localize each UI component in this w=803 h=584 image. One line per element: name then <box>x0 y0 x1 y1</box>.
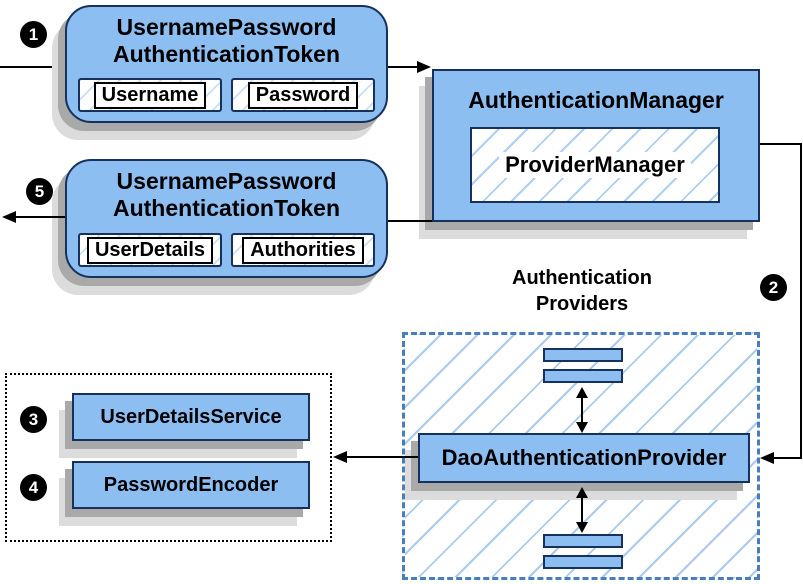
step-4-badge: 4 <box>20 474 47 501</box>
dao-authentication-provider-label: DaoAuthenticationProvider <box>441 445 727 470</box>
provider-placeholder-bar <box>543 348 623 362</box>
step-4-number: 4 <box>28 478 39 497</box>
provider-placeholder-bar <box>543 369 623 383</box>
request-token-node: UsernamePassword AuthenticationToken Use… <box>65 5 388 123</box>
outgoing-response-line <box>15 216 65 218</box>
manager-to-provider-arrowhead-icon <box>760 452 774 464</box>
step-1-number: 1 <box>28 25 39 44</box>
providers-group-label: Authentication Providers <box>480 265 684 317</box>
response-token-title-line1: UsernamePassword <box>116 168 337 194</box>
provider-placeholder-bar <box>543 534 623 548</box>
provider-to-services-arrowhead-icon <box>333 451 347 463</box>
request-token-title-line1: UsernamePassword <box>116 14 337 40</box>
manager-out-line <box>760 143 802 145</box>
password-encoder-label: PasswordEncoder <box>103 473 279 496</box>
authentication-manager-node: AuthenticationManager ProviderManager <box>432 69 760 222</box>
outgoing-response-arrowhead-icon <box>2 211 16 223</box>
authorities-field-box: Authorities <box>231 233 375 267</box>
step-5-badge: 5 <box>26 178 53 205</box>
user-details-service-node: UserDetailsService <box>72 393 310 441</box>
step-2-number: 2 <box>768 278 779 297</box>
response-token-node: UsernamePassword AuthenticationToken Use… <box>65 159 388 278</box>
step-3-badge: 3 <box>20 406 47 433</box>
incoming-request-line <box>0 66 66 68</box>
userdetails-field-label: UserDetails <box>86 236 214 264</box>
password-field-box: Password <box>231 78 375 112</box>
manager-to-token-line <box>388 220 432 222</box>
username-field-box: Username <box>78 78 222 112</box>
user-details-service-label: UserDetailsService <box>100 405 282 428</box>
password-encoder-node: PasswordEncoder <box>72 461 310 509</box>
provider-manager-label: ProviderManager <box>499 152 691 178</box>
request-token-fields: Username Password <box>78 78 375 112</box>
request-token-title-line2: AuthenticationToken <box>112 41 340 67</box>
step-2-badge: 2 <box>760 274 787 301</box>
manager-to-provider-line <box>773 457 801 459</box>
token-to-manager-line <box>388 66 418 68</box>
providers-group-label-line2: Providers <box>535 293 629 315</box>
username-field-label: Username <box>93 81 207 109</box>
authorities-field-label: Authorities <box>242 236 364 264</box>
token-to-manager-arrowhead-icon <box>417 61 431 73</box>
dao-authentication-provider-node: DaoAuthenticationProvider <box>418 433 750 483</box>
manager-down-line <box>800 143 802 459</box>
response-token-title-line2: AuthenticationToken <box>112 195 340 221</box>
authentication-manager-title: AuthenticationManager <box>468 87 724 113</box>
provider-placeholder-bar <box>543 555 623 569</box>
provider-link-double-arrow-icon <box>575 387 589 433</box>
provider-manager-box: ProviderManager <box>470 127 720 203</box>
services-group-box <box>5 373 332 542</box>
providers-group-label-line1: Authentication <box>512 267 652 289</box>
step-1-badge: 1 <box>20 21 47 48</box>
provider-to-services-line <box>347 456 418 458</box>
step-3-number: 3 <box>28 410 39 429</box>
step-5-number: 5 <box>34 182 45 201</box>
request-token-title: UsernamePassword AuthenticationToken <box>67 14 386 68</box>
userdetails-field-box: UserDetails <box>78 233 222 267</box>
password-field-label: Password <box>247 81 359 109</box>
response-token-title: UsernamePassword AuthenticationToken <box>67 168 386 222</box>
response-token-fields: UserDetails Authorities <box>78 233 375 267</box>
provider-link-double-arrow-icon <box>575 487 589 533</box>
